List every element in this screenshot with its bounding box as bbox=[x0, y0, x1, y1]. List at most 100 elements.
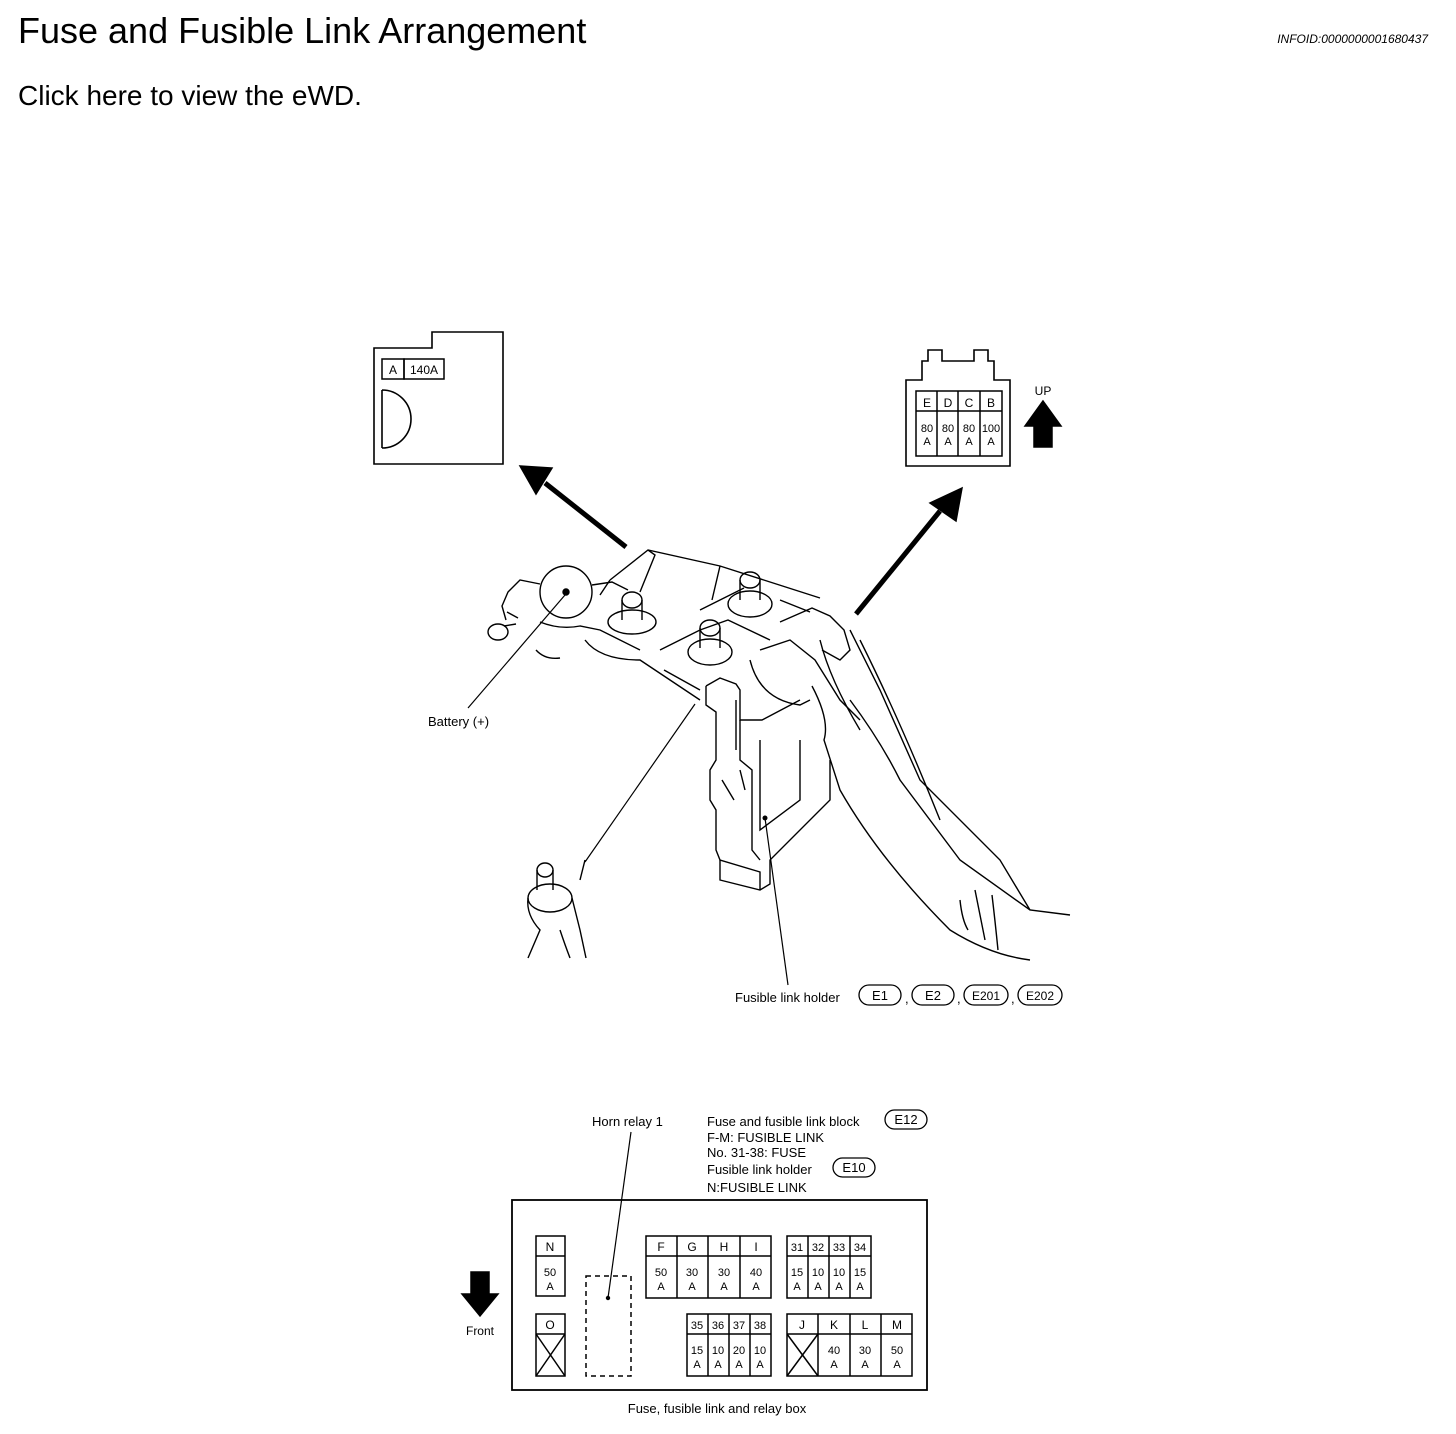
svg-text:10: 10 bbox=[812, 1267, 824, 1279]
connector-e1: E1 bbox=[872, 988, 888, 1003]
svg-text:A: A bbox=[688, 1281, 696, 1293]
svg-text:15: 15 bbox=[791, 1267, 803, 1279]
fuse-e-amp: 80 bbox=[921, 423, 933, 435]
up-label: UP bbox=[1035, 384, 1052, 398]
svg-text:15: 15 bbox=[691, 1345, 703, 1357]
svg-text:30: 30 bbox=[859, 1345, 871, 1357]
fuse-c-unit: A bbox=[965, 436, 973, 448]
svg-text:40: 40 bbox=[750, 1267, 762, 1279]
view-ewd-link[interactable]: Click here to view the eWD. bbox=[18, 80, 362, 111]
holder-leader-line bbox=[764, 817, 789, 986]
n-fusible-link-line: N:FUSIBLE LINK bbox=[707, 1180, 807, 1195]
svg-text:10: 10 bbox=[712, 1345, 724, 1357]
svg-text:34: 34 bbox=[854, 1242, 866, 1254]
svg-text:J: J bbox=[799, 1318, 805, 1332]
svg-text:20: 20 bbox=[733, 1345, 745, 1357]
fuse-no-line: No. 31-38: FUSE bbox=[707, 1145, 806, 1160]
connector-e10: E10 bbox=[842, 1160, 865, 1175]
svg-text:A: A bbox=[546, 1281, 554, 1293]
svg-text:N: N bbox=[546, 1240, 555, 1254]
svg-text:G: G bbox=[687, 1240, 696, 1254]
svg-text:30: 30 bbox=[686, 1267, 698, 1279]
svg-text:A: A bbox=[793, 1281, 801, 1293]
svg-text:33: 33 bbox=[833, 1242, 845, 1254]
svg-text:A: A bbox=[856, 1281, 864, 1293]
separator: , bbox=[957, 991, 961, 1006]
fuse-group-35-38: 35 36 37 38 15 10 20 10 A A A A bbox=[686, 1313, 772, 1377]
svg-text:38: 38 bbox=[754, 1320, 766, 1332]
fuse-d-letter: D bbox=[944, 396, 953, 410]
svg-text:K: K bbox=[830, 1318, 838, 1332]
svg-text:50: 50 bbox=[891, 1345, 903, 1357]
svg-text:15: 15 bbox=[854, 1267, 866, 1279]
svg-text:A: A bbox=[861, 1359, 869, 1371]
relay-box-outline bbox=[511, 1199, 928, 1391]
fuse-group-j-m: J K L M 40 30 50 A A A bbox=[786, 1313, 913, 1377]
fm-fusible-link-line: F-M: FUSIBLE LINK bbox=[707, 1130, 824, 1145]
fuse-group-31-34: 31 32 33 34 15 10 10 15 A A A A bbox=[786, 1235, 872, 1299]
fuse-d-unit: A bbox=[944, 436, 952, 448]
fuse-block-label: Fuse and fusible link block bbox=[707, 1114, 860, 1129]
battery-leader-line-2 bbox=[584, 703, 696, 863]
fusible-link-holder-callout: Fusible link holder E1 , E2 , E201 , E20… bbox=[735, 984, 1063, 1006]
svg-text:O: O bbox=[545, 1318, 554, 1332]
fusible-link-b-e-detail: E D C B 80 80 80 100 A A A A bbox=[905, 349, 1011, 467]
connector-e2: E2 bbox=[925, 988, 941, 1003]
svg-text:A: A bbox=[893, 1359, 901, 1371]
svg-text:A: A bbox=[756, 1359, 764, 1371]
svg-text:50: 50 bbox=[544, 1267, 556, 1279]
fuse-c-amp: 80 bbox=[963, 423, 975, 435]
page-title: Fuse and Fusible Link Arrangement bbox=[18, 10, 587, 51]
fusible-link-a-detail: A 140A bbox=[373, 331, 504, 465]
fuse-a-rating: 140A bbox=[410, 363, 438, 377]
relay-box-callouts: Horn relay 1 Fuse and fusible link block… bbox=[592, 1109, 928, 1195]
svg-text:35: 35 bbox=[691, 1320, 703, 1332]
fuse-d-amp: 80 bbox=[942, 423, 954, 435]
svg-text:A: A bbox=[814, 1281, 822, 1293]
battery-illustration bbox=[487, 549, 1071, 961]
front-arrow-icon: Front bbox=[460, 1271, 500, 1338]
arrow-to-fuse-a bbox=[518, 465, 628, 549]
horn-relay-leader bbox=[607, 1131, 632, 1299]
arrow-to-fuse-b-e bbox=[854, 486, 963, 616]
svg-text:H: H bbox=[720, 1240, 729, 1254]
svg-text:36: 36 bbox=[712, 1320, 724, 1332]
fuse-group-f-i: F G H I 50 30 30 40 A A A A bbox=[645, 1235, 772, 1299]
svg-text:I: I bbox=[754, 1240, 757, 1254]
separator: , bbox=[905, 991, 909, 1006]
svg-text:37: 37 bbox=[733, 1320, 745, 1332]
front-label: Front bbox=[466, 1324, 495, 1338]
info-id: INFOID:0000000001680437 bbox=[1277, 32, 1428, 46]
svg-text:L: L bbox=[862, 1318, 869, 1332]
horn-relay-outline bbox=[585, 1275, 632, 1377]
fuse-e-unit: A bbox=[923, 436, 931, 448]
fuse-b-unit: A bbox=[987, 436, 995, 448]
fusible-link-holder-label-2: Fusible link holder bbox=[707, 1162, 812, 1177]
svg-text:10: 10 bbox=[833, 1267, 845, 1279]
connector-e202: E202 bbox=[1026, 989, 1054, 1003]
fuse-b-amp: 100 bbox=[982, 423, 1000, 435]
svg-text:10: 10 bbox=[754, 1345, 766, 1357]
fusible-link-holder-label: Fusible link holder bbox=[735, 990, 840, 1005]
fuse-o: O bbox=[535, 1313, 566, 1377]
svg-text:30: 30 bbox=[718, 1267, 730, 1279]
svg-text:40: 40 bbox=[828, 1345, 840, 1357]
svg-text:M: M bbox=[892, 1318, 902, 1332]
svg-text:A: A bbox=[693, 1359, 701, 1371]
fuse-n: N 50 A bbox=[535, 1235, 566, 1297]
svg-text:A: A bbox=[720, 1281, 728, 1293]
svg-text:F: F bbox=[657, 1240, 664, 1254]
fuse-b-letter: B bbox=[987, 396, 995, 410]
separator: , bbox=[1011, 991, 1015, 1006]
connector-e12: E12 bbox=[894, 1112, 917, 1127]
fuse-c-letter: C bbox=[965, 396, 974, 410]
svg-text:A: A bbox=[752, 1281, 760, 1293]
svg-text:A: A bbox=[830, 1359, 838, 1371]
relay-box-label: Fuse, fusible link and relay box bbox=[628, 1401, 807, 1416]
svg-text:A: A bbox=[835, 1281, 843, 1293]
svg-text:A: A bbox=[657, 1281, 665, 1293]
horn-relay-label: Horn relay 1 bbox=[592, 1114, 663, 1129]
svg-text:50: 50 bbox=[655, 1267, 667, 1279]
svg-text:A: A bbox=[714, 1359, 722, 1371]
